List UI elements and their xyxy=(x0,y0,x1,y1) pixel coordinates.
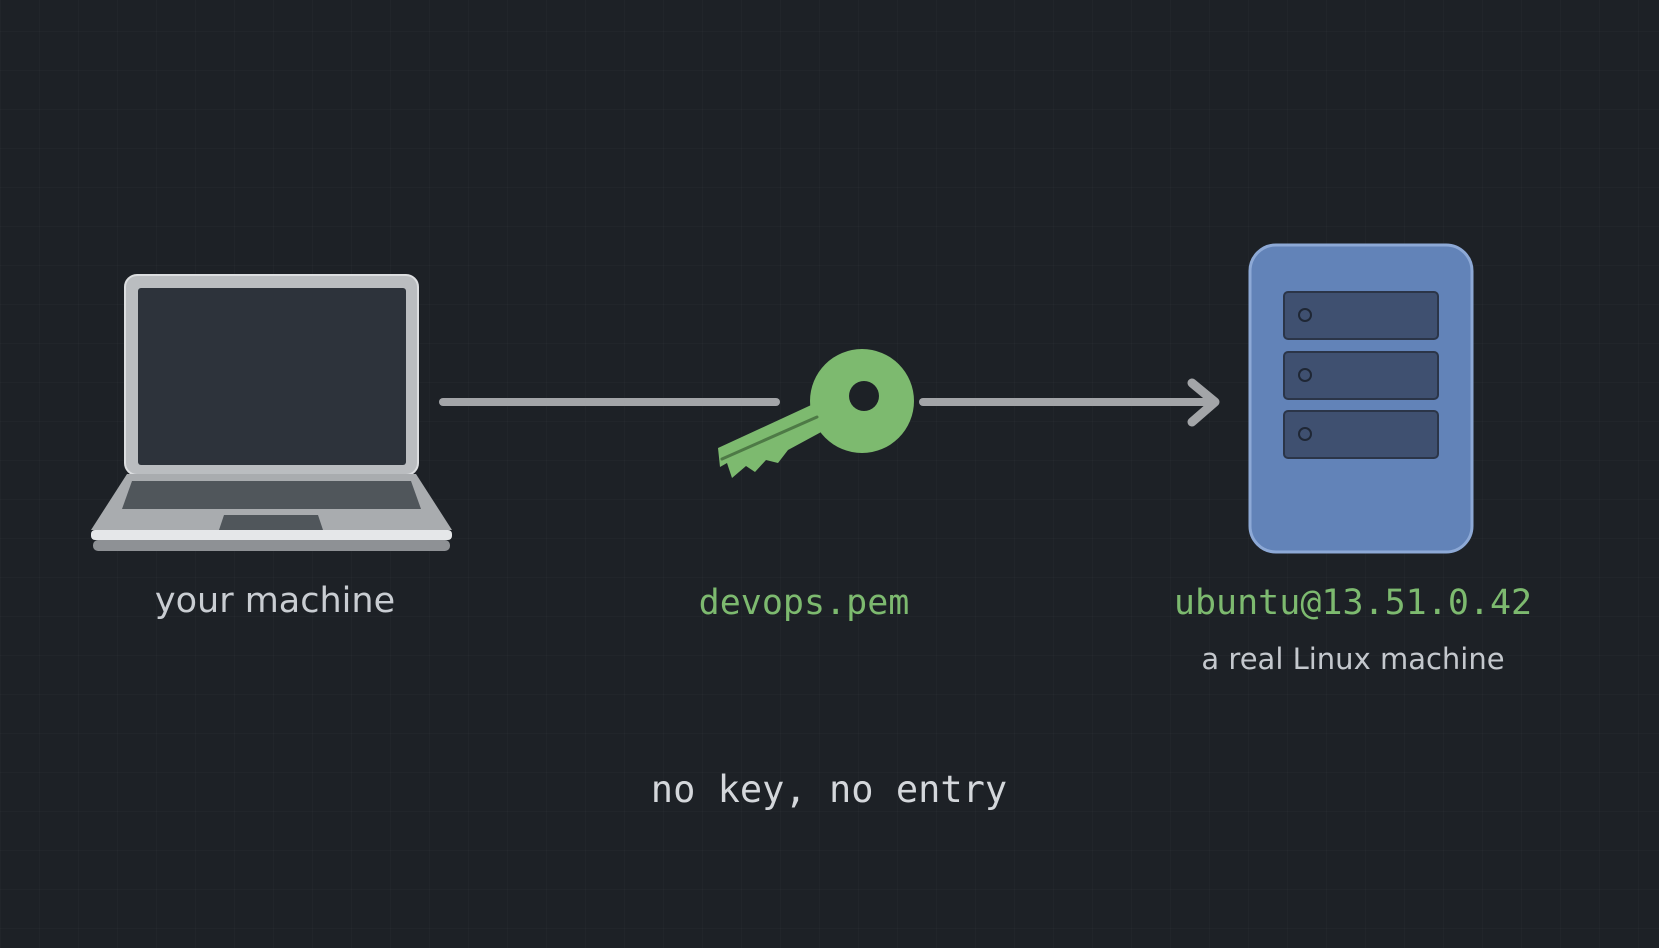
arrowhead-icon xyxy=(1187,378,1220,427)
key-icon xyxy=(718,349,914,478)
laptop-icon xyxy=(91,274,452,551)
caption-text: no key, no entry xyxy=(650,768,1008,811)
server-description-label: a real Linux machine xyxy=(1201,642,1505,676)
server-address-label: ubuntu@13.51.0.42 xyxy=(1173,583,1533,623)
key-filename-label: devops.pem xyxy=(698,583,910,623)
laptop-label: your machine xyxy=(154,581,396,621)
server-icon xyxy=(1248,243,1474,554)
